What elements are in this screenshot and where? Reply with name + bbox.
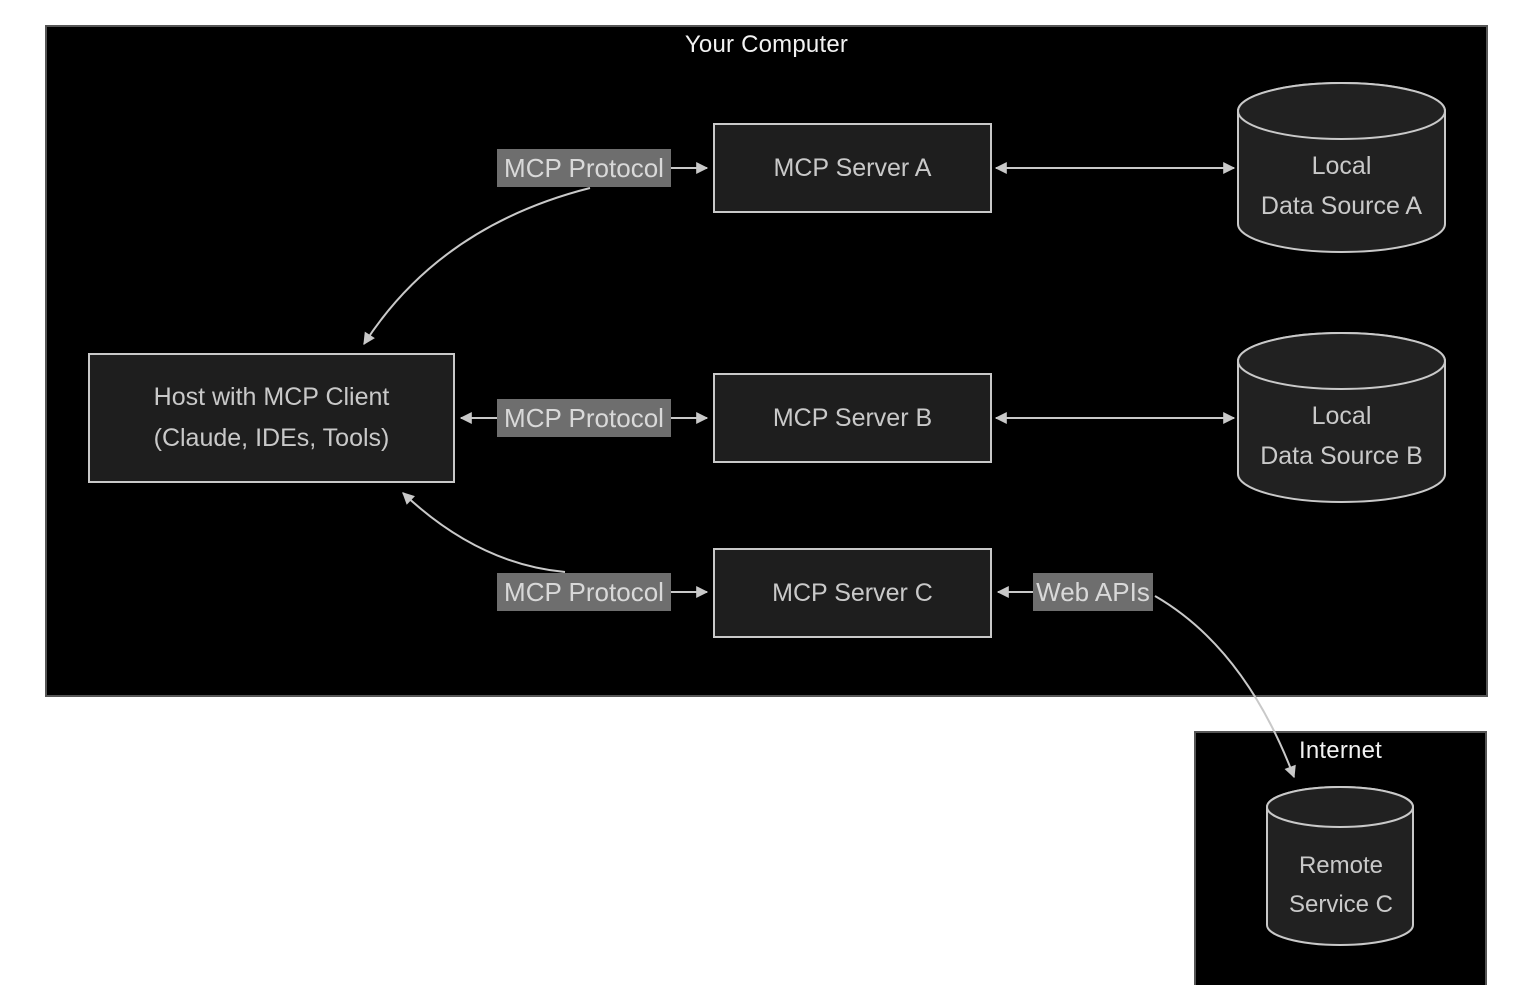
- datasource-a-line1: Local: [1311, 152, 1372, 180]
- host-node-line1: Host with MCP Client: [153, 383, 390, 411]
- mcp-protocol-chip-a: MCP Protocol: [497, 149, 671, 187]
- host-node: Host with MCP Client (Claude, IDEs, Tool…: [88, 353, 455, 483]
- host-node-line2: (Claude, IDEs, Tools): [153, 424, 390, 452]
- mcp-protocol-chip-c: MCP Protocol: [497, 573, 671, 611]
- remote-service-line2: Service C: [1288, 891, 1394, 918]
- remote-service-c-label: Remote Service C: [1267, 846, 1415, 924]
- your-computer-title: Your Computer: [684, 31, 849, 58]
- datasource-b-line1: Local: [1311, 402, 1372, 430]
- local-data-source-b-label: Local Data Source B: [1238, 396, 1445, 476]
- local-data-source-a-label: Local Data Source A: [1238, 146, 1445, 226]
- mcp-protocol-chip-b: MCP Protocol: [497, 399, 671, 437]
- remote-service-line1: Remote: [1298, 852, 1384, 879]
- mcp-server-a-label: MCP Server A: [773, 153, 932, 182]
- mcp-server-b-label: MCP Server B: [772, 403, 933, 432]
- mcp-server-b-node: MCP Server B: [713, 373, 992, 463]
- mcp-server-c-node: MCP Server C: [713, 548, 992, 638]
- datasource-a-line2: Data Source A: [1260, 192, 1423, 220]
- mcp-server-a-node: MCP Server A: [713, 123, 992, 213]
- web-apis-chip: Web APIs: [1033, 573, 1153, 611]
- datasource-b-line2: Data Source B: [1260, 442, 1423, 470]
- internet-title: Internet: [1299, 737, 1382, 764]
- mcp-server-c-label: MCP Server C: [772, 578, 933, 607]
